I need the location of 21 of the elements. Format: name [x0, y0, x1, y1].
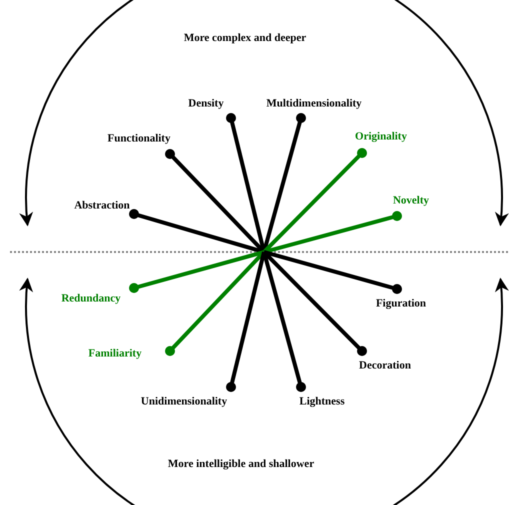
axis-label: Novelty	[392, 194, 430, 208]
axis-label: Familiarity	[88, 347, 142, 361]
spoke-line	[263, 250, 402, 294]
spoke-line	[129, 250, 265, 293]
spoke-line	[263, 211, 402, 254]
spoke-line	[129, 209, 265, 254]
axis-label: Abstraction	[74, 199, 130, 213]
spoke-line	[262, 250, 367, 356]
direction-note: More complex and deeper	[184, 32, 306, 44]
axis-label: Lightness	[299, 395, 345, 409]
axis-label: Redundancy	[61, 292, 121, 306]
axis-label: Unidimensionality	[140, 395, 228, 409]
axis-label: Multidimensionality	[266, 97, 362, 111]
spoke-line	[226, 252, 266, 392]
axis-label: Originality	[355, 130, 407, 144]
direction-note: More intelligible and shallower	[168, 458, 314, 470]
axis-label: Decoration	[359, 359, 411, 373]
spoke-line	[165, 250, 266, 356]
axis-label: Density	[188, 97, 224, 111]
axis-label: Functionality	[108, 132, 170, 146]
axis-label: Figuration	[376, 297, 426, 311]
